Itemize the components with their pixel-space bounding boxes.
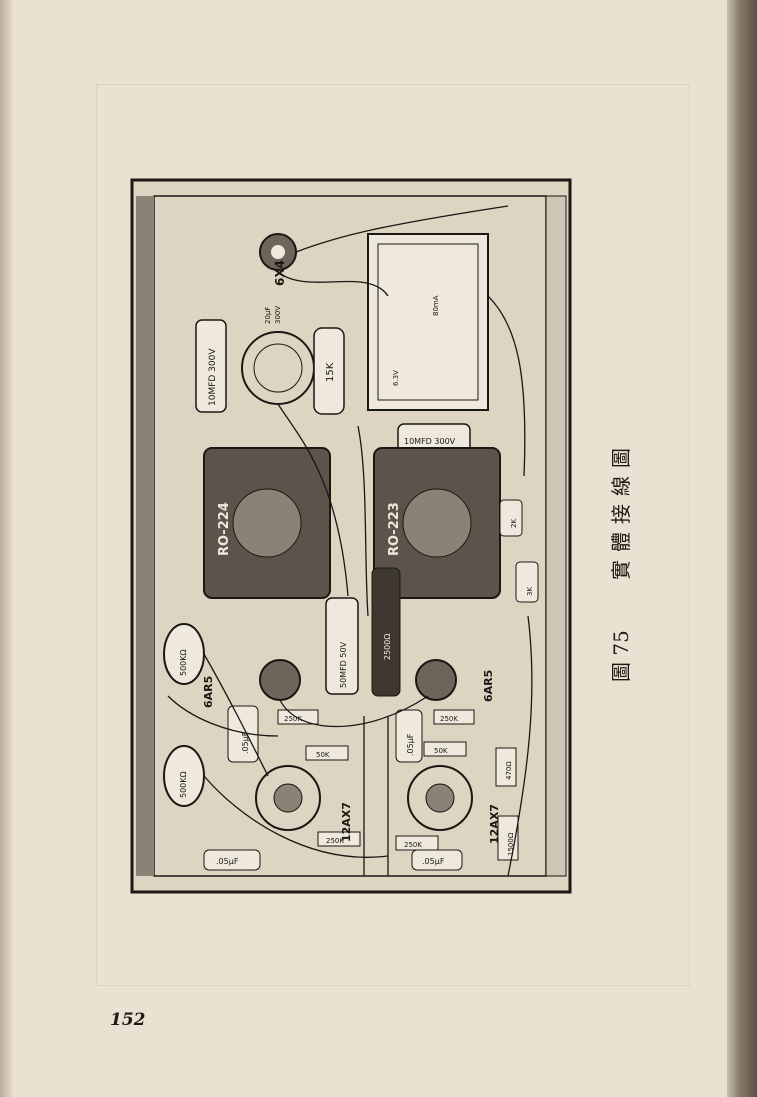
- preamp-tube-left-label: 12AX7: [340, 802, 353, 842]
- wiring-diagram: 80mA 6.3V 6X4 20μF 300V 10MFD 300V 15K 1…: [130, 178, 572, 894]
- wiring: [167, 205, 533, 877]
- res-250k-c: [317, 831, 361, 847]
- page-number: 152: [110, 1010, 146, 1030]
- preamp-tube-right-label: 12AX7: [488, 804, 501, 844]
- res-50k-b: [423, 741, 467, 757]
- cap-05-b-label: .05μF: [406, 733, 415, 756]
- preamp-tube-left-socket: [255, 765, 321, 831]
- cap-05-b: [395, 709, 423, 763]
- cap-20uf-voltage: 300V: [274, 306, 282, 324]
- right-rail: [545, 195, 567, 877]
- cap-50mfd: [325, 597, 359, 695]
- res-2k: [499, 499, 523, 537]
- cap-10mfd-label: 10MFD 300V: [208, 348, 218, 406]
- cap-05-d-label: .05μF: [422, 857, 445, 866]
- power-transformer: [367, 233, 489, 411]
- cap-05-c: [203, 849, 261, 871]
- res-2k-label: 2K: [510, 519, 518, 528]
- res-2500: [371, 567, 401, 697]
- res-470: [495, 747, 517, 787]
- book-spine: [727, 0, 757, 1097]
- res-250k-b-label: 250K: [440, 715, 458, 723]
- power-transformer-ac: 6.3V: [392, 370, 400, 386]
- output-tube-left-socket: [259, 659, 301, 701]
- res-250k-c-label: 250K: [326, 837, 344, 845]
- res-3k: [515, 561, 539, 603]
- res-250k-a: [277, 709, 319, 725]
- res-250k-d-label: 250K: [404, 841, 422, 849]
- output-tube-left-label: 6AR5: [202, 676, 215, 708]
- res-470-label: 470Ω: [505, 761, 513, 780]
- res-50k-a-label: 50K: [316, 751, 330, 759]
- cap-05-a-label: .05μF: [241, 731, 250, 754]
- res-15k-label: 15K: [325, 362, 336, 382]
- pot-left-label: 500KΩ: [179, 649, 188, 676]
- figure-caption: 圖 75 實體接線圖: [609, 440, 633, 682]
- cap-05-c-label: .05μF: [216, 857, 239, 866]
- res-50k-b-label: 50K: [434, 747, 448, 755]
- res-250k-b: [433, 709, 475, 725]
- page-edge: [0, 0, 14, 1097]
- preamp-tube-right-socket: [407, 765, 473, 831]
- caption-number: 圖 75: [609, 630, 633, 682]
- cap-20uf: 20μF: [264, 307, 272, 324]
- res-2500-label: 2500Ω: [383, 634, 392, 660]
- show-through-frame: [96, 84, 690, 986]
- res-250k-a-label: 250K: [284, 715, 302, 723]
- caption-text: 實體接線圖: [609, 440, 633, 580]
- output-transformer-left-label: RO-224: [217, 502, 232, 556]
- res-50k-a: [305, 745, 349, 761]
- power-transformer-ma: 80mA: [432, 295, 440, 316]
- res-1500-label: 1500Ω: [507, 832, 515, 856]
- cap-10mfd-right-label: 10MFD 300V: [404, 437, 456, 446]
- output-transformer-right-label: RO-223: [387, 502, 402, 556]
- cap-50mfd-label: 50MFD 50V: [339, 641, 348, 688]
- pot-right-label: 500KΩ: [179, 771, 188, 798]
- res-15k: [313, 327, 345, 415]
- output-tube-right-label: 6AR5: [482, 670, 495, 702]
- cap-10mfd: [195, 319, 227, 413]
- hatched-rail: [136, 196, 154, 876]
- output-tube-right-socket: [415, 659, 457, 701]
- cap-05-a: [227, 705, 259, 763]
- res-3k-label: 3K: [526, 587, 534, 596]
- res-250k-d: [395, 835, 439, 851]
